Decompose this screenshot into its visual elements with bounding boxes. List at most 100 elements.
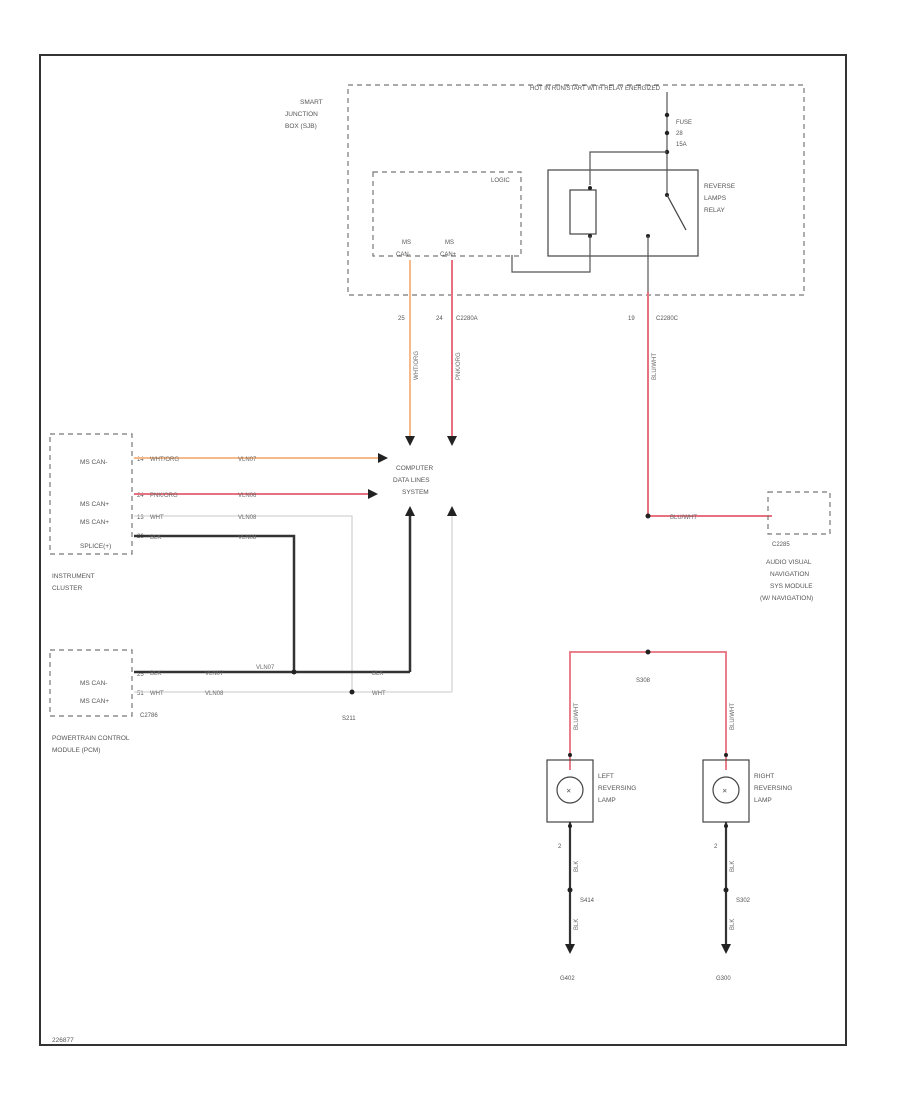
left-ground-arrow — [565, 944, 575, 954]
smart-junction-box-outline — [347, 84, 805, 296]
lamp-right-top-wire-label: BLU/WHT — [730, 703, 736, 730]
sjb-can-minus-line1: MS — [402, 240, 411, 246]
wire-relay-out-label: BLU/WHT — [652, 353, 658, 380]
cluster-arrow-1 — [378, 453, 388, 463]
fuse-dot-mid — [664, 130, 670, 136]
g402-label: G402 — [560, 976, 575, 982]
fuse-label-line3: 15A — [676, 142, 687, 148]
relay-label-line1: REVERSE — [704, 183, 736, 190]
arrow-cdl-left-up — [405, 506, 415, 516]
left-lamp-bulb — [556, 776, 584, 804]
cdl-line1: COMPUTER — [396, 465, 434, 472]
arrow-pink-down — [447, 436, 457, 446]
cluster-pin1: 14 — [137, 457, 144, 463]
s302-label: S302 — [736, 898, 751, 904]
cluster-wire-2-label: PNK/ORG — [150, 493, 178, 499]
pcm-conn: C2786 — [140, 713, 158, 719]
pcm-wire-2-circuit: VLN08 — [205, 691, 224, 697]
pcm-row1: MS CAN- — [80, 680, 107, 687]
logic-label: LOGIC — [491, 178, 510, 184]
cluster-pin3: 13 — [137, 515, 144, 521]
pcm-name-line1: POWERTRAIN CONTROL — [52, 735, 130, 742]
cdl-line3: SYSTEM — [402, 489, 429, 496]
relay-logic-link — [511, 255, 591, 273]
cluster-wire-3-circuit: VLN08 — [238, 515, 257, 521]
pcm-outline — [49, 649, 133, 717]
relay-coil-dot-top — [588, 186, 592, 190]
cluster-pin2: 24 — [137, 493, 144, 499]
pcm-row2: MS CAN+ — [80, 698, 109, 705]
s211-splice-dot — [349, 689, 355, 695]
wire-vert-pink-label: PNK/ORG — [456, 352, 462, 380]
wire-vert-orange-label: WHT/ORG — [414, 351, 420, 380]
right-lamp-glyph: ✕ — [722, 788, 727, 795]
lamp-left-entry-dot — [568, 753, 572, 757]
pin-24-label: 24 — [436, 316, 443, 322]
s308-dot — [645, 649, 651, 655]
cluster-row2: MS CAN+ — [80, 501, 109, 508]
nav-name-line1: AUDIO VISUAL — [766, 559, 812, 566]
cdl-line2: DATA LINES — [393, 477, 430, 484]
pcm-wire-3-label: BLK — [372, 671, 383, 677]
relay-label-line2: LAMPS — [704, 195, 727, 202]
nav-junction-dot — [645, 513, 651, 519]
pcm-wire-1-circuit: VLN07 — [205, 671, 224, 677]
pin-25-label: 25 — [398, 316, 405, 322]
sjb-name-line3: BOX (SJB) — [285, 123, 317, 130]
right-lamp-name-3: LAMP — [754, 797, 772, 804]
pin-19-label: 19 — [628, 316, 635, 322]
pcm-name-line2: MODULE (PCM) — [52, 747, 100, 754]
g300-label: G300 — [716, 976, 731, 982]
pcm-pin1: 25 — [137, 672, 144, 678]
cluster-wire-3 — [134, 515, 353, 692]
lamp-right-entry-dot — [724, 753, 728, 757]
cluster-wire-1-label: WHT/ORG — [150, 457, 179, 463]
right-ground-arrow — [721, 944, 731, 954]
cluster-wire-2-circuit: VLN06 — [238, 493, 257, 499]
nav-name-line2: NAVIGATION — [770, 571, 809, 578]
sjb-can-plus-line2: CAN+ — [440, 252, 457, 258]
sjb-name-line2: JUNCTION — [285, 111, 318, 118]
logic-block-outline — [372, 171, 522, 257]
cluster-name-line2: CLUSTER — [52, 585, 83, 592]
right-wire-blk-label: BLK — [730, 861, 736, 872]
cluster-row4: SPLICE(+) — [80, 543, 111, 550]
fuse-label-line2: 28 — [676, 131, 683, 137]
left-lamp-name-3: LAMP — [598, 797, 616, 804]
instrument-cluster-outline — [49, 433, 133, 555]
relay-coil-feed — [589, 151, 667, 185]
c2280a-label: C2280A — [456, 316, 478, 322]
nav-name-line4: (W/ NAVIGATION) — [760, 595, 813, 602]
right-lamp-bulb — [712, 776, 740, 804]
fuse-label-line1: FUSE — [676, 120, 692, 126]
left-wire-gnd-label: BLK — [574, 919, 580, 930]
pcm-wire-2-label: WHT — [150, 691, 164, 697]
reverse-lamps-relay-box — [547, 169, 699, 257]
left-wire-blk-label: BLK — [574, 861, 580, 872]
cluster-wire-4-circuit: VLN08 — [238, 535, 257, 541]
right-lamp-exit-dot — [724, 824, 728, 828]
diagram-id: 226877 — [52, 1037, 74, 1044]
right-lamp-pin: 2 — [714, 844, 718, 850]
navigation-module-outline — [767, 491, 831, 535]
relay-coil — [569, 189, 597, 235]
relay-switch-arm — [666, 194, 687, 231]
cluster-row3: MS CAN+ — [80, 519, 109, 526]
pcm-pin2: 51 — [137, 691, 144, 697]
right-lamp-name-1: RIGHT — [754, 773, 774, 780]
left-lamp-exit-dot — [568, 824, 572, 828]
left-lamp-pin: 2 — [558, 844, 562, 850]
s211-label: S211 — [342, 716, 356, 722]
right-lamp-name-2: REVERSING — [754, 785, 792, 792]
hot-in-run-label: HOT IN RUN/START WITH RELAY ENERGIZED — [530, 86, 661, 92]
c2280c-label: C2280C — [656, 316, 679, 322]
s302-dot — [723, 887, 729, 893]
nav-name-line3: SYS MODULE — [770, 583, 813, 590]
pcm-wire-1-label: BLK — [150, 671, 161, 677]
cluster-wire-1-circuit: VLN07 — [238, 457, 257, 463]
pcm-wire-3-circuit: VLN07 — [256, 665, 275, 671]
sjb-name-line1: SMART — [300, 99, 323, 106]
cluster-row1: MS CAN- — [80, 459, 107, 466]
relay-label-line3: RELAY — [704, 207, 725, 214]
cluster-wire-3-label: WHT — [150, 515, 164, 521]
